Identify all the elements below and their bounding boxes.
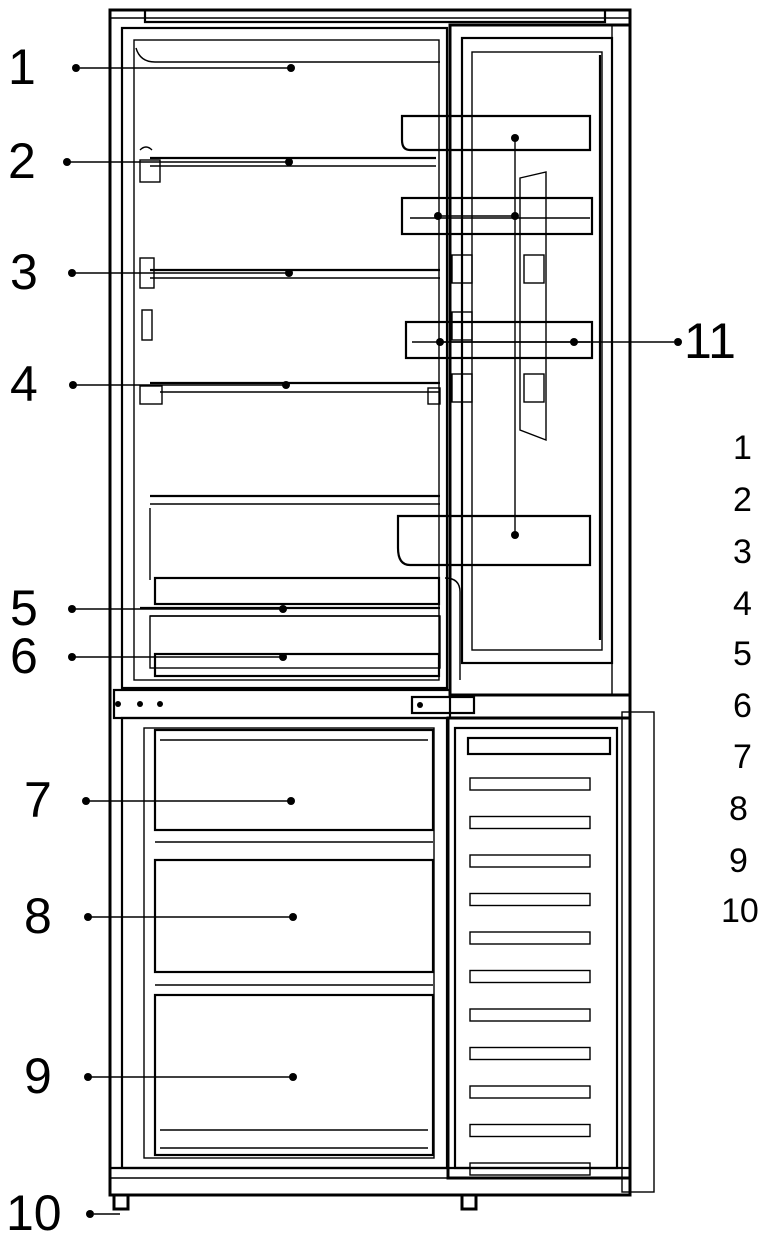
callout-3: 3 [10, 244, 38, 300]
crisper-area [140, 576, 441, 678]
door-ridge [469, 969, 591, 984]
door-ridge [469, 777, 591, 791]
door-ridge [469, 1123, 591, 1138]
freezer-door-ridges [469, 777, 591, 1176]
callout-6: 6 [10, 628, 38, 684]
door-ridge [469, 931, 591, 945]
callout-10: 10 [6, 1185, 62, 1241]
fridge-door [396, 23, 632, 715]
door-ridge [469, 892, 591, 907]
door-ridge [469, 1085, 591, 1099]
fridge-diagram [63, 8, 682, 1218]
door-ridge [469, 1046, 591, 1061]
callout-1: 1 [8, 39, 36, 95]
callout-5: 5 [10, 580, 38, 636]
callout-8: 8 [24, 888, 52, 944]
door-ridge [469, 854, 591, 868]
door-ridge [469, 1162, 591, 1176]
freezer-drawers [153, 728, 435, 1157]
callout-9: 9 [24, 1048, 52, 1104]
callout-7: 7 [24, 772, 52, 828]
door-ridge [469, 1008, 591, 1022]
leader-lines [63, 64, 682, 1218]
glass-shelves [139, 146, 441, 580]
callout-11: 11 [684, 313, 736, 369]
callout-4: 4 [10, 356, 38, 412]
callout-2: 2 [8, 133, 36, 189]
door-ridge [469, 815, 591, 830]
freezer-door [446, 711, 655, 1193]
